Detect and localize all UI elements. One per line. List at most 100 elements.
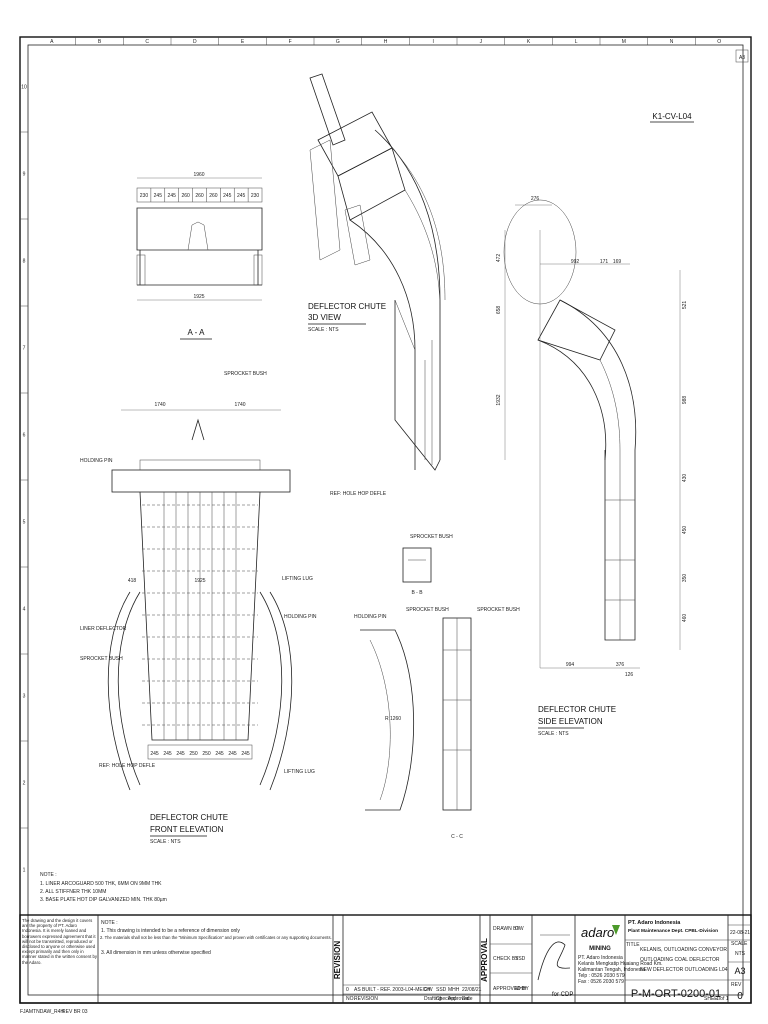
fe-bottom-dim: 250 [202, 751, 211, 757]
sheet-label: SHEET [704, 996, 721, 1002]
aa-dim-segment: 245 [168, 193, 177, 199]
grid-letter: F [289, 39, 292, 45]
grid-letter: I [432, 39, 433, 45]
rev-row-date: 22/08/21 [462, 987, 482, 993]
logo-text: adaro [581, 925, 614, 940]
approval-role-2: CHECK BY [493, 956, 519, 962]
grid-letter: H [384, 39, 388, 45]
paper-size: A3 [734, 966, 745, 976]
fe-callout: SPROCKET BUSH [224, 371, 267, 377]
aa-dim-segment: 260 [195, 193, 204, 199]
drawing-number: P-M-ORT-0200-01 [631, 988, 721, 1000]
detail-callout: SPROCKET BUSH [406, 607, 449, 613]
fe-bottom-dim: 245 [176, 751, 185, 757]
rev-row-desc: AS BUILT - REF. 2003-L04-MECH [354, 987, 430, 993]
sheet-value: 1 of 1 [716, 996, 729, 1002]
scale-label: SCALE [731, 941, 748, 947]
detail-radius: R 1260 [385, 716, 401, 722]
grid-number: 1 [23, 868, 26, 874]
detail-callout: HOLDING PIN [354, 614, 387, 620]
approval-role-3: APPROVED BY [493, 986, 530, 992]
tb-note-1: 1. This drawing is intended to be a refe… [101, 928, 240, 934]
rev-row-drafting: GW [424, 987, 433, 993]
notes-heading: NOTE : [40, 872, 57, 878]
fe-dim-side: 418 [128, 578, 137, 584]
fe-callout: SPROCKET BUSH [80, 656, 123, 662]
fe-callout: LIFTING LUG [284, 769, 315, 775]
footer-file: FJAMTNDAW_R4H [20, 1009, 64, 1015]
grid-letter: L [575, 39, 578, 45]
title-block: The drawing and the design it covers are… [19, 914, 752, 1004]
address-line: PT. Adaro Indonesia [578, 955, 623, 961]
company-name: PT. Adaro Indonesia [628, 920, 681, 926]
rev-value: 0 [737, 991, 743, 1002]
side-elevation-title-1: DEFLECTOR CHUTE [538, 705, 616, 714]
rev-header-cell: NO. [346, 996, 355, 1002]
fe-callout: HOLDING PIN [80, 458, 113, 464]
fe-bottom-dim: 245 [228, 751, 237, 757]
rev-row-checked: SSD [436, 987, 447, 993]
se-dim-bottom-right: 376 [616, 662, 625, 668]
se-right-dim: 450 [682, 526, 688, 535]
rev-row-approved: MHH [448, 987, 460, 993]
side-elevation-title-2: SIDE ELEVATION [538, 717, 603, 726]
se-dim-bottom-left: 994 [566, 662, 575, 668]
address-line: Telp : 0526 2030 579 [578, 973, 625, 979]
sheet-border [19, 36, 752, 1004]
front-elevation-liner-grid [142, 492, 258, 740]
logo-sub: MINING [589, 946, 611, 952]
grid-letter: C [145, 39, 149, 45]
se-dim-a: 992 [571, 259, 580, 265]
title-line-1: KELANIS, OUTLOADING CONVEYOR [640, 947, 727, 953]
grid-letter: B [98, 39, 102, 45]
revision-vertical-label: REVISION [333, 941, 342, 979]
note-3: 3. BASE PLATE HOT DIP GALVANIZED MIN. TH… [40, 897, 167, 903]
logo-leaf-icon [612, 925, 620, 935]
drawing-date: 22-08-21 [730, 930, 750, 936]
copyright-text: The drawing and the design it covers are… [22, 918, 97, 965]
fe-bottom-dim: 250 [189, 751, 198, 757]
aa-dim-segment: 245 [237, 193, 246, 199]
address-line: Fax : 0526 2030 579 [578, 979, 624, 985]
fe-callout: HOLDING PIN [284, 614, 317, 620]
title-line-3: NEW DEFLECTOR OUTLOADING L04 [640, 967, 728, 973]
se-dim-top: 276 [531, 196, 540, 202]
grid-letter: N [670, 39, 674, 45]
copyright-box: The drawing and the design it covers are… [22, 918, 97, 965]
se-left-dim: 472 [496, 254, 502, 263]
grid-letter: D [193, 39, 197, 45]
tb-note-heading: NOTE : [101, 920, 118, 926]
aa-dim-row [136, 187, 263, 203]
note-2: 2. ALL STIFFNER THK 10MM [40, 889, 106, 895]
tb-note-2-box: 2. The materials shall not be less than … [100, 935, 332, 940]
grid-number: 3 [23, 694, 26, 700]
grid-letter: K [527, 39, 531, 45]
grid-letter: J [480, 39, 483, 45]
detail-callout: SPROCKET BUSH [477, 607, 520, 613]
fe-dim-left-half: 1740 [154, 402, 165, 408]
grid-number: 2 [23, 781, 26, 787]
fe-dim-width: 1925 [194, 578, 205, 584]
rev-header-cell: REVISION [354, 996, 378, 1002]
se-right-dim: 350 [682, 574, 688, 583]
aa-dim-segment: 245 [223, 193, 232, 199]
se-right-dim: 460 [682, 614, 688, 623]
front-elevation-title-1: DEFLECTOR CHUTE [150, 813, 228, 822]
fe-callout: LINER DEFLECTOR [80, 626, 127, 632]
size-code-corner: A3 [739, 55, 745, 61]
detail-callout: SPROCKET BUSH [410, 534, 453, 540]
drawing-frame [27, 44, 744, 996]
footer-rev: REV BR 03 [62, 1009, 88, 1015]
grid-letter: M [622, 39, 626, 45]
approval-value-3: MHH [515, 986, 527, 992]
